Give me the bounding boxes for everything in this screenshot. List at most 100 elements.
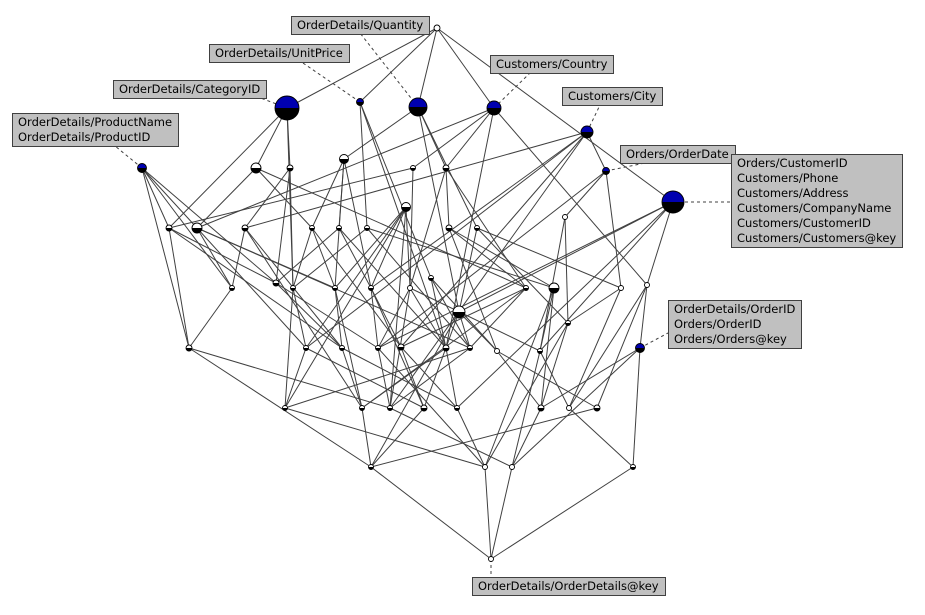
lattice-edge <box>338 227 372 289</box>
lattice-node <box>272 279 280 287</box>
lattice-node <box>482 464 488 470</box>
label-line: OrderDetails/OrderDetails@key <box>478 579 659 593</box>
lattice-edge <box>284 347 471 409</box>
lattice-edge <box>377 347 391 409</box>
lattice-edge <box>632 347 641 468</box>
lattice-node <box>359 405 365 411</box>
lattice-node <box>420 404 428 412</box>
lattice-node <box>401 202 411 212</box>
label-line: OrderDetails/ProductName <box>18 115 173 129</box>
lattice-edge <box>359 101 368 229</box>
label-connector <box>493 72 531 109</box>
lattice-node <box>282 405 288 411</box>
lattice-edge <box>286 27 438 109</box>
lattice-edge <box>188 347 372 468</box>
lattice-edge <box>334 287 343 349</box>
lattice-node <box>185 344 193 352</box>
lattice-edge <box>596 284 648 409</box>
lattice-edge <box>469 287 527 349</box>
lattice-edge <box>511 347 641 468</box>
lattice-edge <box>511 350 541 468</box>
lattice-edge <box>370 206 407 289</box>
lattice-node <box>442 164 450 172</box>
lattice-edge <box>361 347 447 409</box>
lattice-edge <box>275 227 340 284</box>
lattice-edge <box>311 227 402 348</box>
label-line: OrderDetails/CategoryID <box>119 82 261 96</box>
lattice-edge <box>405 206 411 289</box>
lattice-edge <box>359 101 447 349</box>
label-line: Customers/Customers@key <box>737 231 897 245</box>
od-key-label: OrderDetails/OrderDetails@key <box>472 577 666 596</box>
lattice-edge <box>400 346 425 409</box>
lattice-node <box>452 305 466 319</box>
lattice-edge <box>343 106 419 160</box>
lattice-edge <box>292 287 307 349</box>
lattice-edge <box>564 170 607 218</box>
lattice-edge <box>448 227 555 289</box>
lattice-node <box>290 285 296 291</box>
lattice-edge <box>305 347 425 409</box>
orders-date-label: Orders/OrderDate <box>620 145 736 164</box>
lattice-edge <box>244 167 291 229</box>
lattice-edge <box>141 167 198 229</box>
lattice-node <box>286 164 294 172</box>
lattice-edge <box>458 227 478 313</box>
lattice-edge <box>359 101 432 279</box>
lattice-edge <box>400 287 527 348</box>
lattice-edge <box>409 287 541 352</box>
lattice-edge <box>458 311 498 352</box>
lattice-edge <box>436 27 674 203</box>
lattice-edge <box>586 131 607 172</box>
lattice-edge <box>476 227 622 289</box>
lattice-edge <box>389 131 588 409</box>
lattice-node <box>445 224 453 232</box>
lattice-edge <box>370 287 402 348</box>
lattice-edge <box>141 167 190 349</box>
lattice-edge <box>292 227 313 289</box>
lattice-edge <box>377 201 674 349</box>
label-line: Customers/Phone <box>737 171 839 185</box>
lattice-edge <box>370 466 492 560</box>
lattice-edge <box>493 107 648 286</box>
lattice-node <box>566 405 572 411</box>
lattice-edge <box>244 131 588 229</box>
lattice-edge <box>168 227 190 349</box>
lattice-edge <box>540 322 569 409</box>
lattice-node <box>537 348 543 354</box>
lattice-edge <box>244 227 363 409</box>
lattice-node <box>630 464 636 470</box>
lattice-node <box>165 224 173 232</box>
lattice-node <box>486 100 502 116</box>
label-line: OrderDetails/ProductID <box>18 130 151 144</box>
label-line: Customers/CustomerID <box>737 216 871 230</box>
lattice-node <box>565 320 571 326</box>
lattice-node <box>635 343 645 353</box>
lattice-edge <box>370 287 425 409</box>
lattice-edge <box>568 284 648 409</box>
lattice-edge <box>496 350 598 409</box>
lattice-edge <box>445 347 458 409</box>
label-line: Orders/OrderID <box>674 317 762 331</box>
lattice-node <box>356 98 364 106</box>
lattice-node <box>410 165 416 171</box>
lattice-node <box>364 225 370 231</box>
lattice-node <box>523 285 529 291</box>
lattice-node <box>644 282 650 288</box>
lattice-node <box>661 190 685 214</box>
lattice-edge <box>334 206 407 289</box>
lattice-node <box>336 225 342 231</box>
lattice-node <box>339 154 349 164</box>
lattice-node <box>408 97 428 117</box>
lattice-edge <box>231 227 246 289</box>
lattice-edge <box>370 131 588 289</box>
lattice-edge <box>540 287 555 409</box>
lattice-edge <box>284 206 407 409</box>
cust-city-label: Customers/City <box>562 87 664 106</box>
lattice-edge <box>412 107 495 169</box>
lattice-node <box>602 167 610 175</box>
lattice-edge <box>389 407 513 468</box>
od-quantity-label: OrderDetails/Quantity <box>291 16 431 35</box>
lattice-edge <box>484 287 555 468</box>
